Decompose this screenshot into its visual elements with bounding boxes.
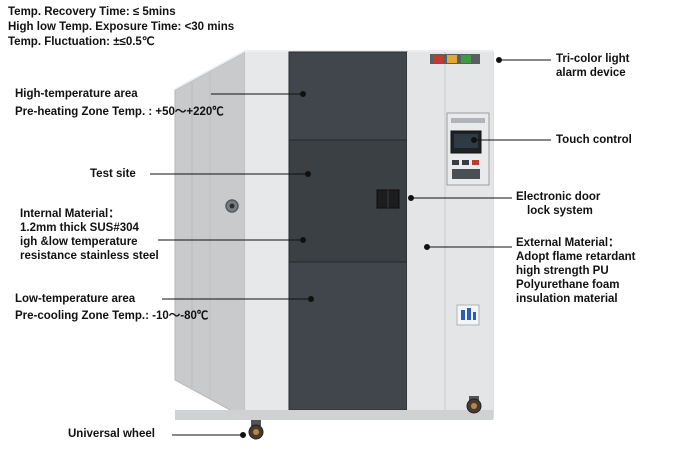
cabinet-base bbox=[175, 410, 493, 420]
callout-alarm-2: alarm device bbox=[556, 67, 626, 79]
callout-external-5: insulation material bbox=[516, 293, 618, 305]
callout-external-1: External Material： bbox=[516, 237, 620, 249]
callout-preheating: Pre-heating Zone Temp. : +50～+220℃ bbox=[15, 106, 224, 118]
callout-low-temp-area: Low-temperature area bbox=[15, 293, 136, 305]
callout-door-lock-1: Electronic door bbox=[516, 191, 601, 203]
callout-internal-material-2: 1.2mm thick SUS#304 bbox=[20, 222, 139, 234]
callout-door-lock-2: lock system bbox=[527, 205, 593, 217]
callout-high-temp-area: High-temperature area bbox=[15, 88, 138, 100]
spec-fluctuation: Temp. Fluctuation: ±≤0.5℃ bbox=[8, 36, 155, 48]
low-temp-door bbox=[288, 261, 408, 411]
callout-test-site: Test site bbox=[90, 168, 136, 180]
callout-touch-control: Touch control bbox=[556, 134, 632, 146]
spec-exposure-time: High low Temp. Exposure Time: <30 mins bbox=[8, 21, 235, 33]
callout-universal-wheel: Universal wheel bbox=[68, 428, 155, 440]
callout-precooling: Pre-cooling Zone Temp.: -10～-80℃ bbox=[15, 310, 209, 322]
callout-internal-material-3: igh &low temperature bbox=[20, 236, 138, 248]
callout-internal-material-4: resistance stainless steel bbox=[20, 250, 159, 262]
high-temp-door bbox=[288, 51, 408, 141]
wheel-right bbox=[466, 396, 482, 414]
spec-recovery-time: Temp. Recovery Time: ≤ 5mins bbox=[8, 6, 176, 18]
callout-external-2: Adopt flame retardant bbox=[516, 251, 636, 263]
callout-external-4: Polyurethane foam bbox=[516, 279, 620, 291]
wheel-left bbox=[248, 420, 264, 440]
callout-internal-material-1: Internal Material： bbox=[20, 208, 120, 220]
callout-external-3: high strength PU bbox=[516, 265, 609, 277]
control-column bbox=[407, 52, 493, 418]
callout-alarm-1: Tri-color light bbox=[556, 53, 630, 65]
